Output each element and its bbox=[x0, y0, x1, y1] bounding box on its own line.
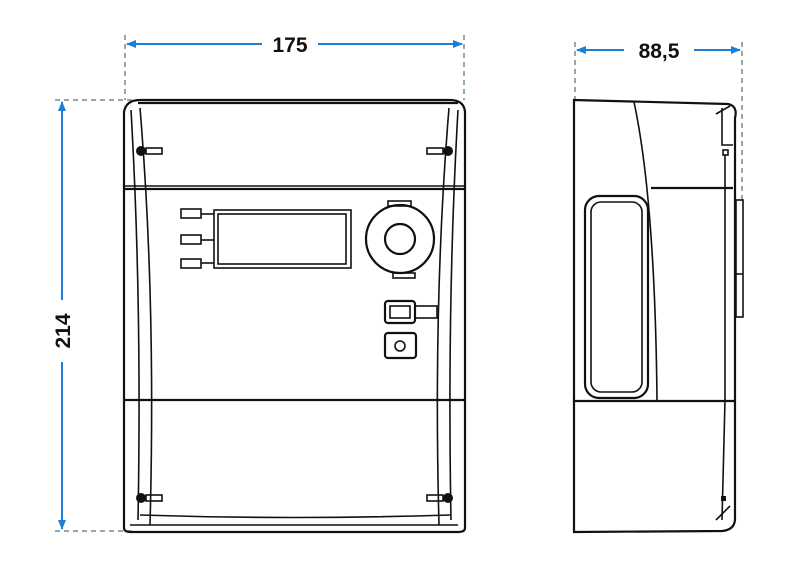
screw-icon bbox=[136, 146, 163, 156]
reset-button bbox=[383, 331, 418, 360]
rotary-dial bbox=[364, 200, 436, 279]
switch bbox=[383, 299, 438, 325]
screw-icon bbox=[426, 493, 453, 503]
depth-dimension: 88,5 bbox=[576, 40, 741, 63]
depth-dimension-label: 88,5 bbox=[639, 40, 680, 63]
screw-icon bbox=[136, 493, 163, 503]
height-dimension: 214 bbox=[52, 101, 75, 530]
height-dimension-label: 214 bbox=[52, 313, 75, 348]
side-view bbox=[572, 98, 744, 534]
screw-icon bbox=[426, 146, 453, 156]
indicator-buttons bbox=[180, 208, 214, 269]
extension-lines bbox=[55, 35, 743, 532]
side-window bbox=[583, 194, 650, 400]
width-dimension: 175 bbox=[126, 34, 463, 57]
lcd-display bbox=[213, 209, 352, 269]
front-view bbox=[122, 98, 467, 534]
width-dimension-label: 175 bbox=[272, 34, 307, 57]
